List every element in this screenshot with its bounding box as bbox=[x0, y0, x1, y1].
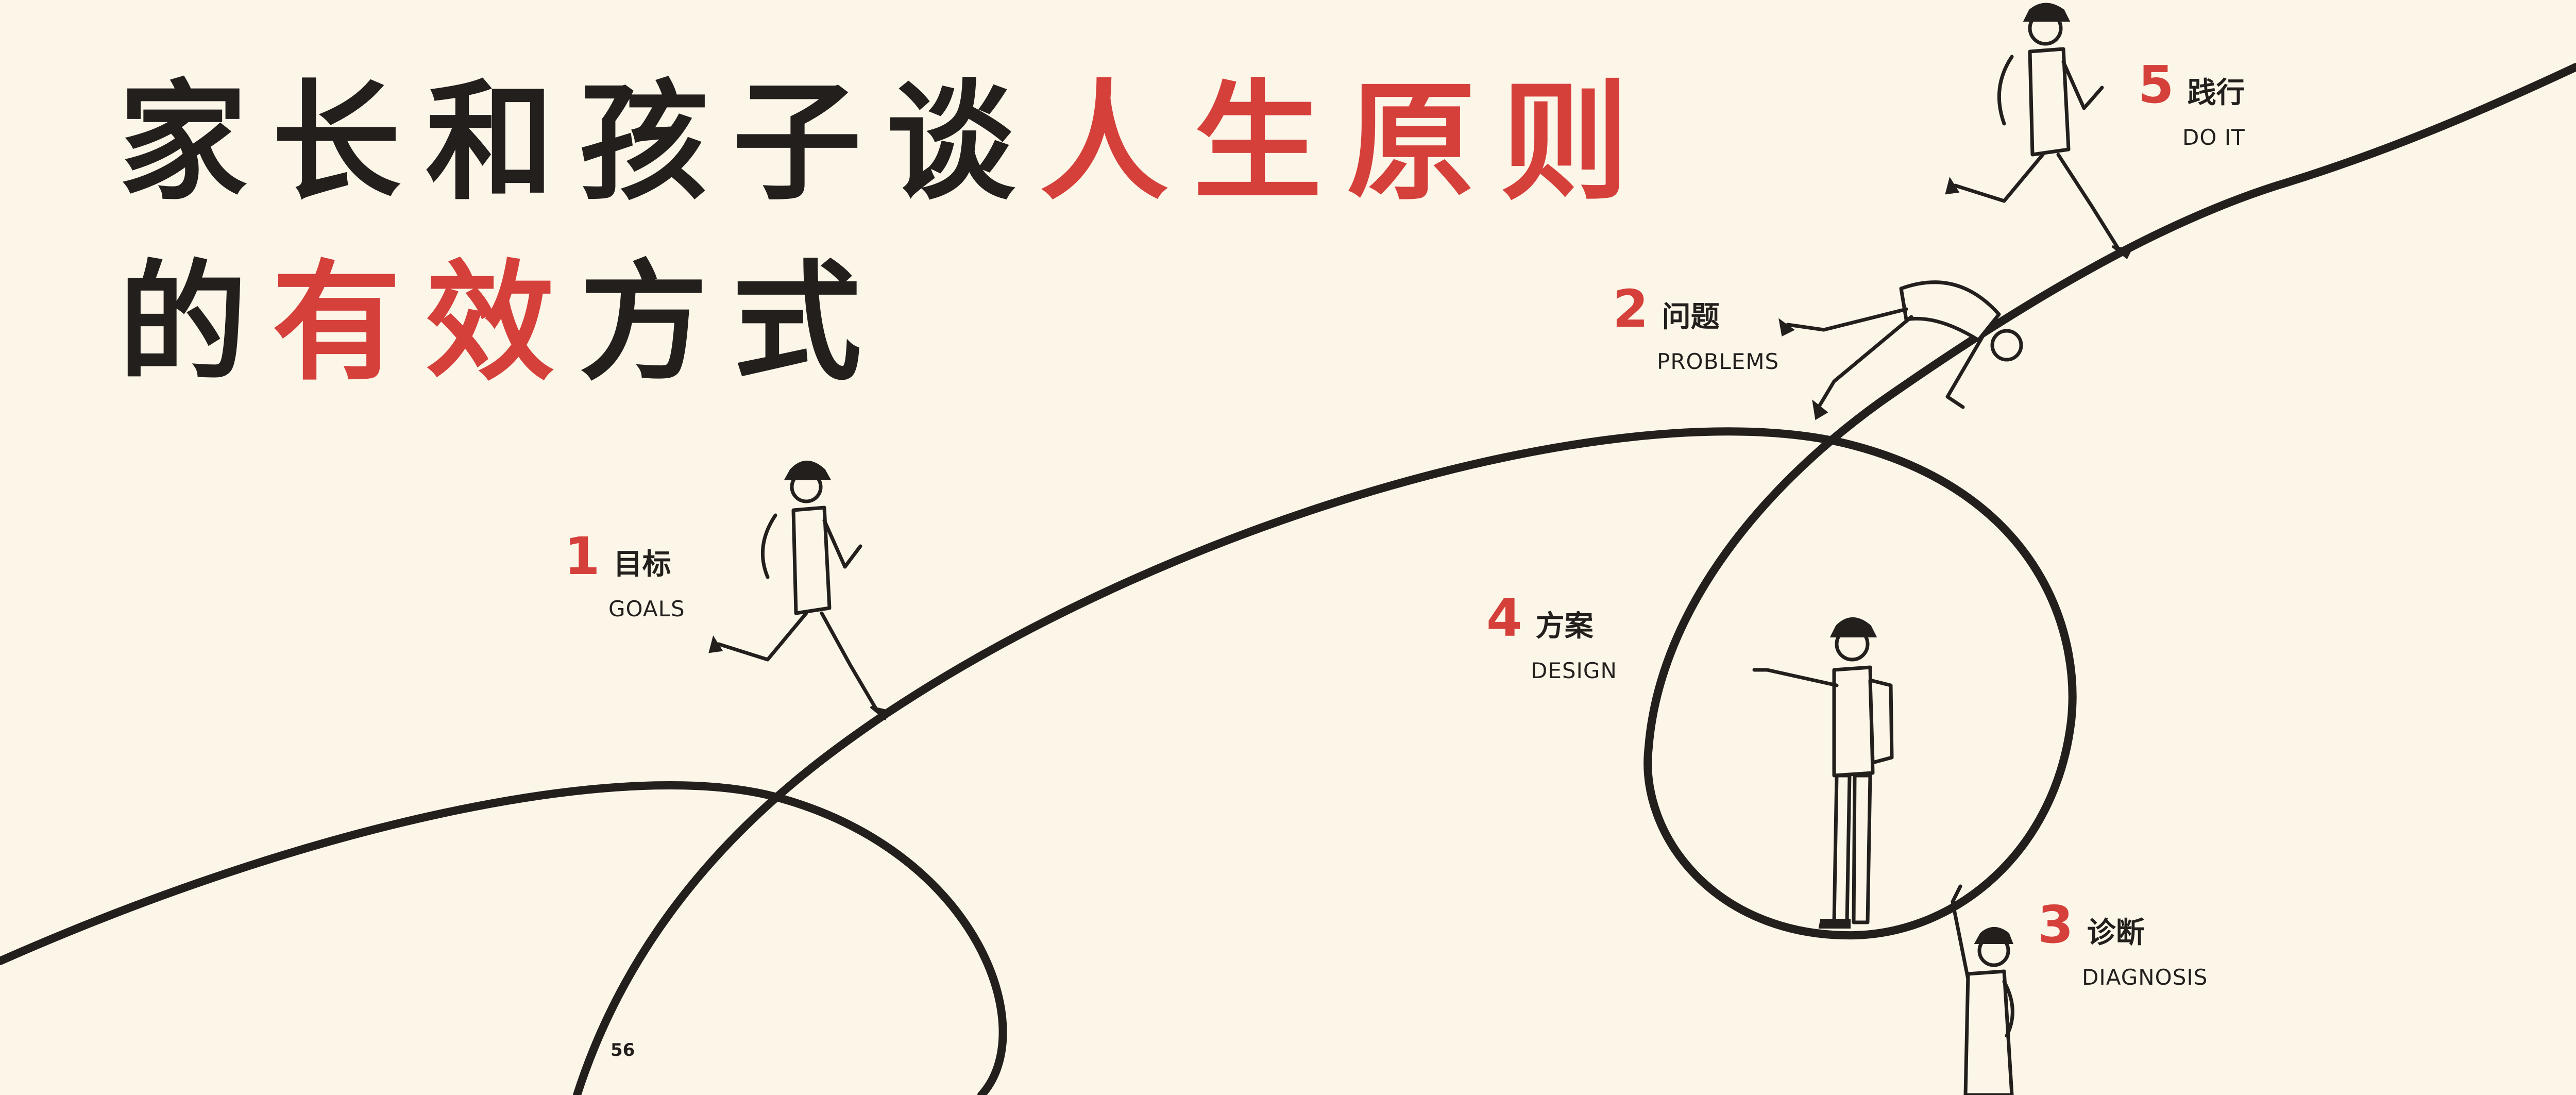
climber-figure-diagnosis bbox=[1951, 884, 2014, 1095]
page-number: 56 bbox=[611, 1040, 635, 1060]
pointing-figure-design bbox=[1752, 617, 1894, 929]
step-name-cn: 方案 bbox=[1535, 610, 1594, 643]
step-number: 4 bbox=[1486, 588, 1522, 648]
step-name-cn: 问题 bbox=[1662, 300, 1720, 334]
step-name-en: GOALS bbox=[608, 596, 685, 621]
lower-loop-curve bbox=[573, 63, 2576, 1095]
step-name-cn: 践行 bbox=[2187, 76, 2245, 110]
step-name-en: DO IT bbox=[2182, 125, 2245, 150]
page-title-line-1: 家长和孩子谈人生原则 bbox=[118, 77, 1654, 206]
step-number: 3 bbox=[2038, 895, 2074, 955]
step-number: 5 bbox=[2138, 55, 2174, 115]
step-number: 1 bbox=[564, 526, 600, 586]
title-highlight-text-2: 有效 bbox=[272, 246, 579, 398]
title-highlight-text: 人生原则 bbox=[1040, 66, 1654, 217]
runner-figure-do-it bbox=[1945, 3, 2132, 260]
step-name-cn: 诊断 bbox=[2087, 916, 2145, 950]
step-name-en: PROBLEMS bbox=[1657, 349, 1780, 374]
step-name-cn: 目标 bbox=[613, 548, 671, 581]
step-label-design: 4 方案 DESIGN bbox=[1486, 588, 1617, 684]
step-name-en: DESIGN bbox=[1531, 658, 1617, 683]
step-label-problems: 2 问题 PROBLEMS bbox=[1613, 279, 1780, 375]
main-path-curve bbox=[0, 781, 1007, 1095]
step-label-goals: 1 目标 GOALS bbox=[564, 526, 685, 622]
title-suffix-text: 方式 bbox=[579, 246, 886, 398]
falling-figure-problems bbox=[1778, 280, 2023, 420]
step-name-en: DIAGNOSIS bbox=[2082, 965, 2208, 990]
title-plain-text: 家长和孩子谈 bbox=[118, 66, 1040, 217]
runner-figure-goals bbox=[708, 461, 890, 721]
step-number: 2 bbox=[1613, 279, 1649, 339]
title-prefix-text: 的 bbox=[118, 246, 272, 398]
page-title-line-2: 的有效方式 bbox=[118, 258, 886, 386]
